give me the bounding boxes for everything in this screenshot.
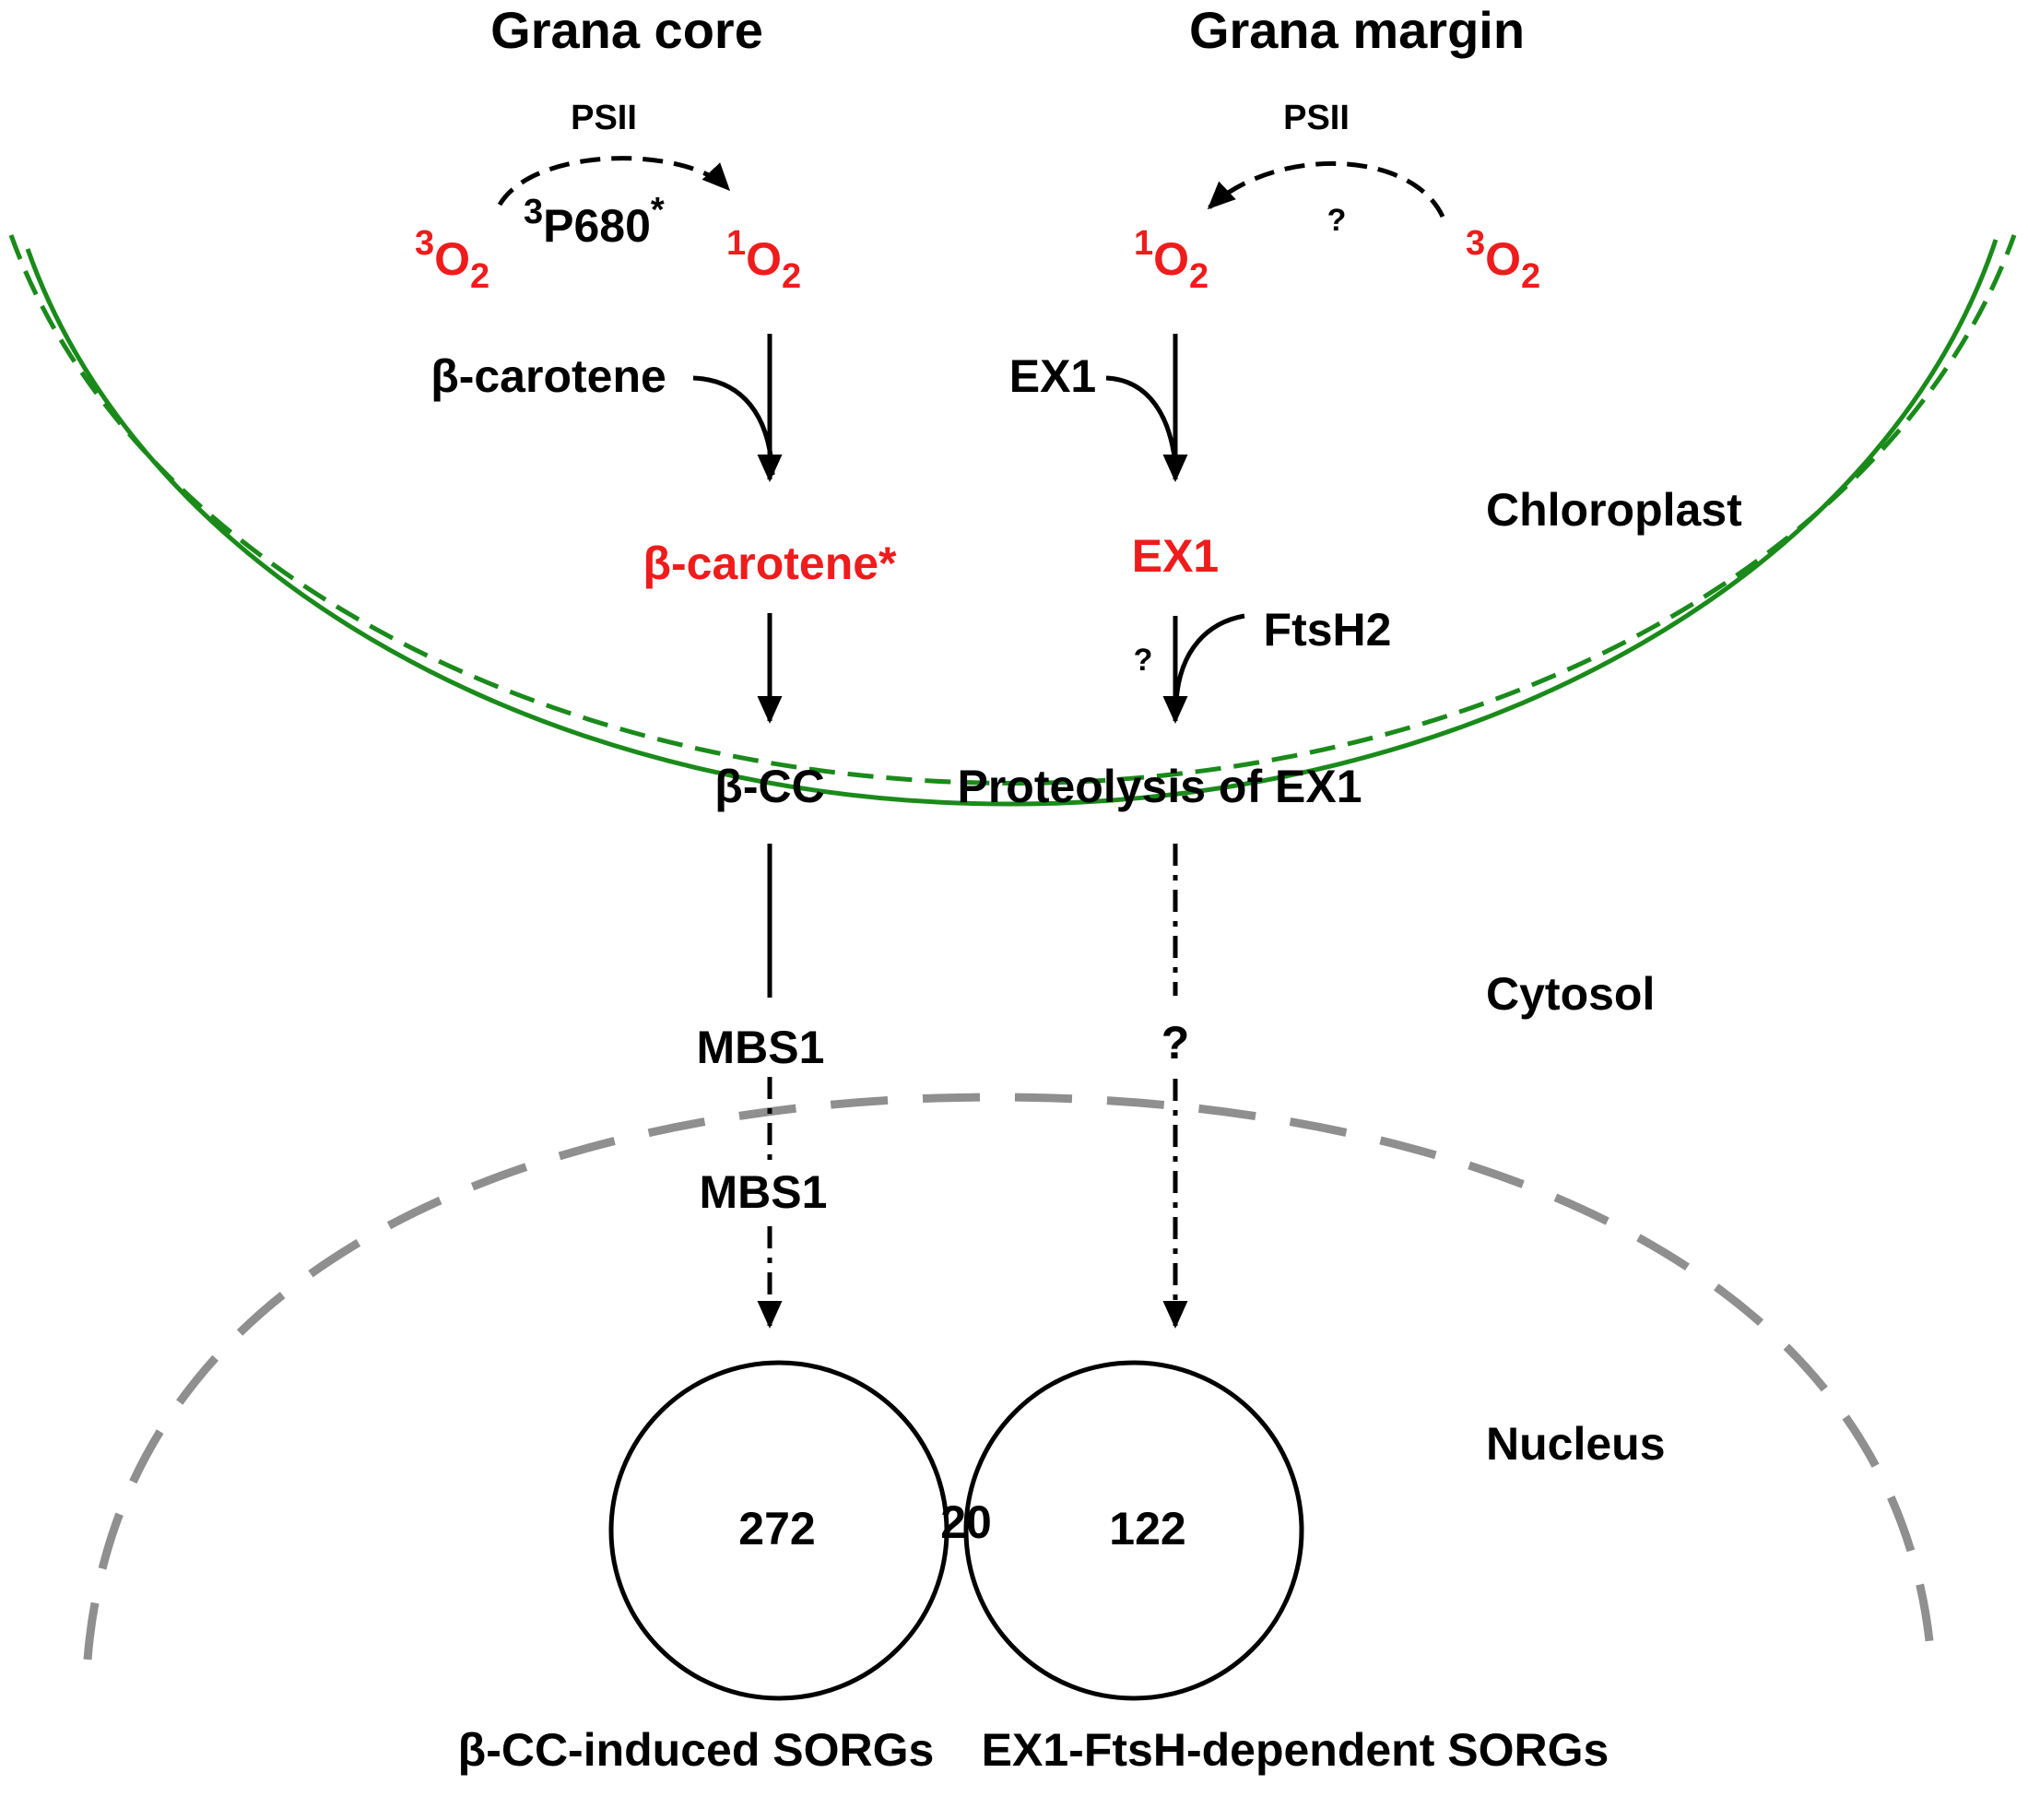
venn-overlap-count: 20 [940, 1496, 992, 1548]
chloroplast-envelope-dashed [8, 234, 2017, 786]
beta-carotene-curved-arrow [692, 375, 775, 476]
mbs1-cytosol-label: MBS1 [697, 1022, 825, 1073]
ftsh-question: ? [1134, 643, 1153, 678]
grana-margin-header: Grana margin [1189, 1, 1525, 59]
ftsh2-label: FtsH2 [1264, 604, 1392, 656]
venn-right-caption: EX1-FtsH-dependent SORGs [982, 1724, 1609, 1776]
psii-core-label: PSII [571, 99, 637, 137]
venn-left-count: 272 [738, 1503, 815, 1554]
triplet-oxygen-core: 3O2 [415, 224, 489, 296]
venn-left-caption: β-CC-induced SORGs [458, 1724, 935, 1776]
nucleus-label: Nucleus [1486, 1418, 1666, 1470]
ftsh2-curved-arrow [1173, 613, 1245, 702]
grana-core-header: Grana core [490, 1, 763, 59]
margin-psii-dashed-arrow [1207, 160, 1445, 219]
nuclear-envelope [83, 1093, 1936, 1660]
singlet-oxygen-core: 1O2 [726, 224, 801, 296]
proteolysis-label: Proteolysis of EX1 [957, 761, 1362, 812]
ex1-label: EX1 [1009, 350, 1097, 402]
singlet-oxygen-margin: 1O2 [1134, 224, 1209, 296]
chloroplast-label: Chloroplast [1486, 484, 1742, 536]
beta-cc-label: β-CC [714, 761, 824, 812]
mbs1-nucleus-label: MBS1 [700, 1166, 828, 1218]
venn-right-circle [963, 1360, 1304, 1701]
psii-margin-label: PSII [1283, 99, 1350, 137]
beta-carotene-label: β-carotene [430, 350, 666, 402]
p680-triplet: 3P680* [524, 191, 665, 252]
triplet-oxygen-margin: 3O2 [1466, 224, 1540, 296]
cytosol-question: ? [1161, 1017, 1190, 1069]
cytosol-label: Cytosol [1486, 968, 1655, 1020]
core-psii-dashed-arrow [497, 156, 731, 207]
ex1-red-label: EX1 [1132, 530, 1220, 582]
venn-left-circle [608, 1360, 949, 1701]
margin-psii-question: ? [1327, 203, 1347, 238]
ex1-curved-arrow [1105, 375, 1179, 476]
beta-carotene-excited-label: β-carotene* [643, 538, 897, 589]
venn-right-count: 122 [1109, 1503, 1185, 1554]
